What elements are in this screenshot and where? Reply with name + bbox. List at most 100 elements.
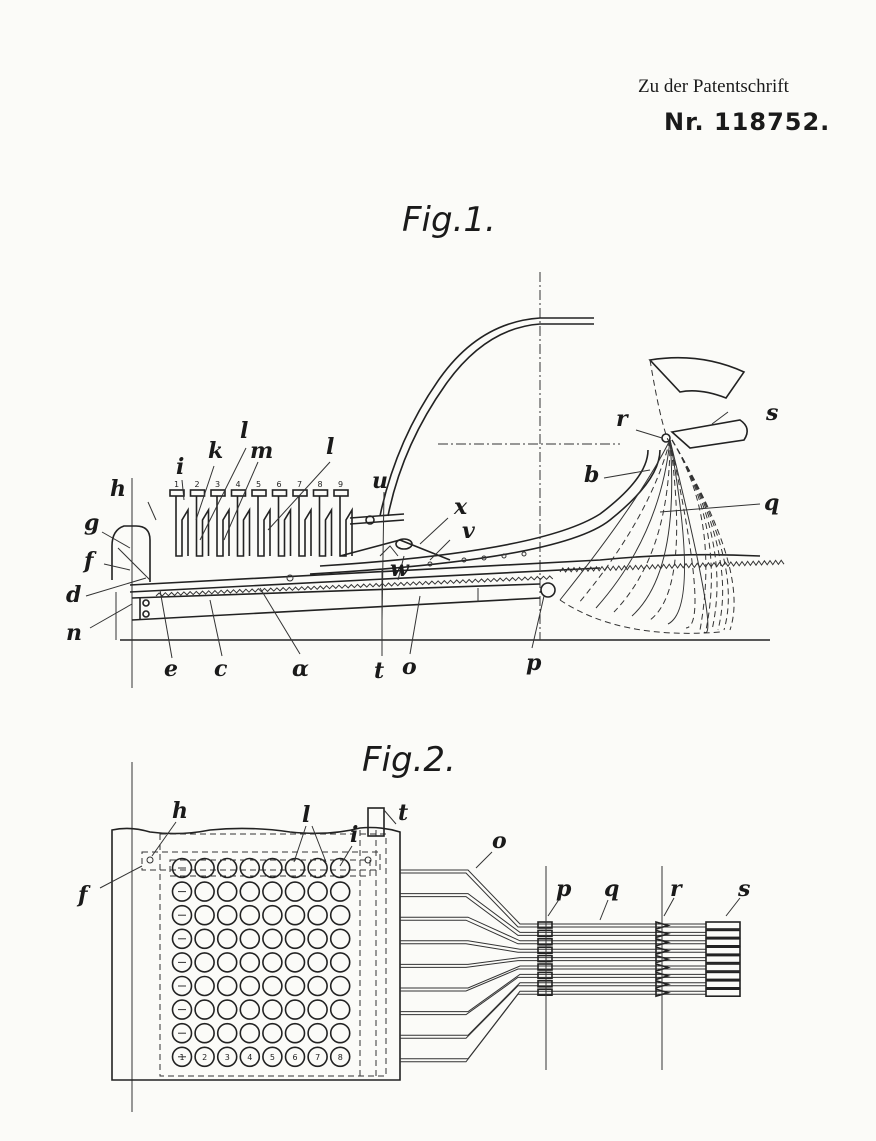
key-circle bbox=[329, 857, 351, 879]
key-cap bbox=[333, 489, 349, 497]
label-e: e bbox=[164, 656, 178, 682]
key-circle bbox=[239, 1022, 261, 1044]
fan-curve-outer bbox=[671, 439, 724, 631]
joint-p bbox=[537, 921, 553, 929]
rod-o bbox=[400, 893, 706, 933]
label-i: i bbox=[176, 454, 184, 480]
joint-p bbox=[537, 937, 553, 946]
key-circle bbox=[329, 881, 351, 902]
key-circle bbox=[262, 952, 283, 973]
key-stem bbox=[216, 496, 230, 557]
key-circle bbox=[194, 1046, 215, 1068]
sector-s-end bbox=[705, 954, 741, 964]
key-circle bbox=[239, 904, 261, 926]
key-cap bbox=[189, 489, 206, 497]
joint-p bbox=[537, 988, 553, 997]
fig2-label-s: s bbox=[737, 876, 750, 902]
fig2-label-i: i bbox=[350, 822, 358, 848]
key-circle bbox=[239, 857, 261, 879]
fan-curve bbox=[613, 439, 671, 613]
label-f: f bbox=[82, 548, 97, 574]
rod-o bbox=[400, 990, 706, 1060]
label-alpha: α bbox=[292, 656, 309, 682]
housing-front bbox=[111, 525, 151, 582]
key-circle bbox=[194, 857, 215, 879]
fig2-label-h: h bbox=[172, 798, 188, 824]
label-r: r bbox=[616, 406, 629, 432]
key-stem bbox=[339, 496, 353, 557]
key-circle bbox=[262, 857, 283, 879]
key-circle bbox=[284, 1046, 306, 1068]
key-circle bbox=[307, 975, 328, 997]
fan-arc bbox=[559, 599, 721, 634]
rod-o bbox=[400, 965, 706, 989]
key-cap bbox=[312, 489, 329, 497]
label-q: q bbox=[764, 490, 779, 516]
rod-o-edge bbox=[400, 919, 706, 945]
key-circle bbox=[329, 952, 351, 973]
figure-2-title: Fig.2. bbox=[362, 740, 456, 780]
key-circle bbox=[194, 1022, 215, 1044]
key-circle bbox=[307, 952, 328, 973]
key-circle bbox=[171, 1046, 193, 1068]
bar-a bbox=[129, 553, 761, 586]
leader-lines bbox=[85, 411, 761, 659]
sector-s-end bbox=[705, 979, 741, 989]
key-circle bbox=[329, 1046, 351, 1068]
rod-o-edge bbox=[400, 993, 706, 1063]
joint-p bbox=[537, 954, 553, 963]
sector-s-end bbox=[705, 988, 741, 998]
rod-o-edge bbox=[400, 968, 706, 992]
fan-curve bbox=[577, 439, 671, 605]
key-circle bbox=[307, 904, 328, 926]
label-c: c bbox=[214, 656, 228, 682]
key-circle bbox=[171, 881, 193, 902]
key-number: 2 bbox=[195, 480, 200, 489]
key-circle bbox=[171, 999, 193, 1020]
key-circle bbox=[239, 928, 261, 950]
key-circle bbox=[329, 904, 351, 926]
sector-s-end bbox=[705, 937, 741, 947]
sector-s-end bbox=[705, 946, 741, 956]
key-circle bbox=[216, 928, 238, 950]
fig2-label-f: f bbox=[76, 882, 91, 908]
rod-o bbox=[400, 982, 706, 1036]
key-circle bbox=[171, 928, 193, 950]
key-cap bbox=[251, 489, 267, 497]
guide-dots bbox=[427, 551, 527, 567]
label-b: b bbox=[584, 462, 599, 488]
key-circle bbox=[284, 1022, 306, 1044]
key-circle bbox=[284, 904, 306, 926]
key-circle bbox=[171, 857, 193, 879]
key-circle bbox=[307, 999, 328, 1020]
sector-s-end bbox=[705, 921, 741, 930]
rod-o bbox=[400, 973, 706, 1013]
key-circle bbox=[329, 1022, 351, 1044]
patent-number: Nr. 118752. bbox=[664, 108, 831, 136]
rod-o bbox=[400, 869, 706, 925]
grid-key-number: 1 bbox=[180, 1053, 185, 1062]
label-p: p bbox=[526, 650, 542, 676]
rod-o-edge bbox=[400, 896, 706, 936]
key-circle bbox=[329, 975, 351, 997]
grid-key-number: 8 bbox=[338, 1053, 343, 1062]
joint-p bbox=[537, 946, 553, 955]
label-g: g bbox=[84, 510, 99, 536]
key-circle bbox=[194, 904, 215, 926]
key-circle bbox=[216, 975, 238, 997]
fan-q bbox=[559, 439, 785, 634]
rod-o-edge bbox=[400, 985, 706, 1039]
key-circle bbox=[307, 1046, 328, 1068]
key-cap bbox=[169, 489, 185, 497]
key-circle bbox=[171, 1022, 193, 1044]
rod-o-edge bbox=[400, 976, 706, 1016]
key-circle bbox=[329, 928, 351, 950]
key-number: 9 bbox=[338, 480, 343, 489]
key-circle bbox=[239, 1046, 261, 1068]
pivot-r bbox=[661, 433, 671, 443]
label-x: x bbox=[453, 494, 468, 520]
fan-curve-outer bbox=[671, 439, 718, 631]
